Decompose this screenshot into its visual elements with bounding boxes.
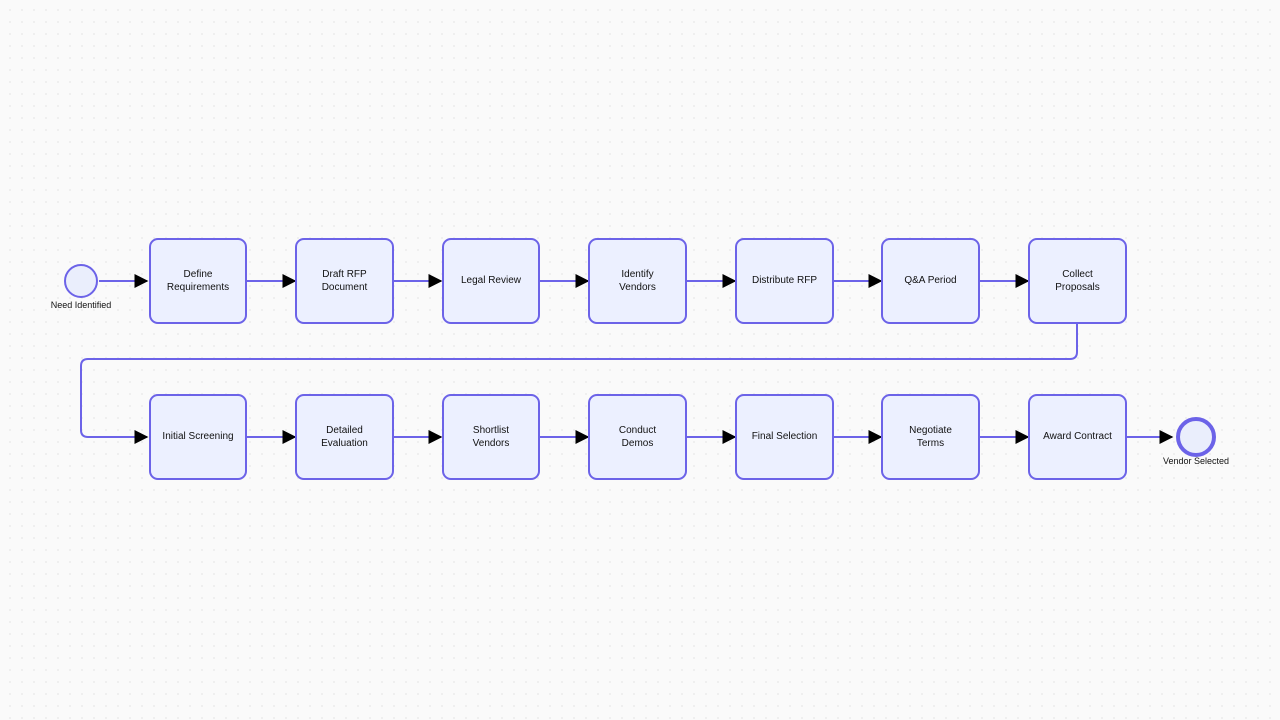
end-node[interactable]: [1176, 417, 1216, 457]
node-shortlist-vendors[interactable]: Shortlist Vendors: [442, 394, 540, 480]
node-detailed-evaluation[interactable]: Detailed Evaluation: [295, 394, 394, 480]
end-node-label: Vendor Selected: [1162, 456, 1230, 466]
start-node[interactable]: [64, 264, 98, 298]
node-initial-screening[interactable]: Initial Screening: [149, 394, 247, 480]
node-draft-rfp-document[interactable]: Draft RFP Document: [295, 238, 394, 324]
node-legal-review[interactable]: Legal Review: [442, 238, 540, 324]
node-identify-vendors[interactable]: Identify Vendors: [588, 238, 687, 324]
node-define-requirements[interactable]: Define Requirements: [149, 238, 247, 324]
node-collect-proposals[interactable]: Collect Proposals: [1028, 238, 1127, 324]
node-negotiate-terms[interactable]: Negotiate Terms: [881, 394, 980, 480]
start-node-label: Need Identified: [50, 300, 112, 310]
node-qa-period[interactable]: Q&A Period: [881, 238, 980, 324]
node-distribute-rfp[interactable]: Distribute RFP: [735, 238, 834, 324]
node-final-selection[interactable]: Final Selection: [735, 394, 834, 480]
node-conduct-demos[interactable]: Conduct Demos: [588, 394, 687, 480]
node-award-contract[interactable]: Award Contract: [1028, 394, 1127, 480]
